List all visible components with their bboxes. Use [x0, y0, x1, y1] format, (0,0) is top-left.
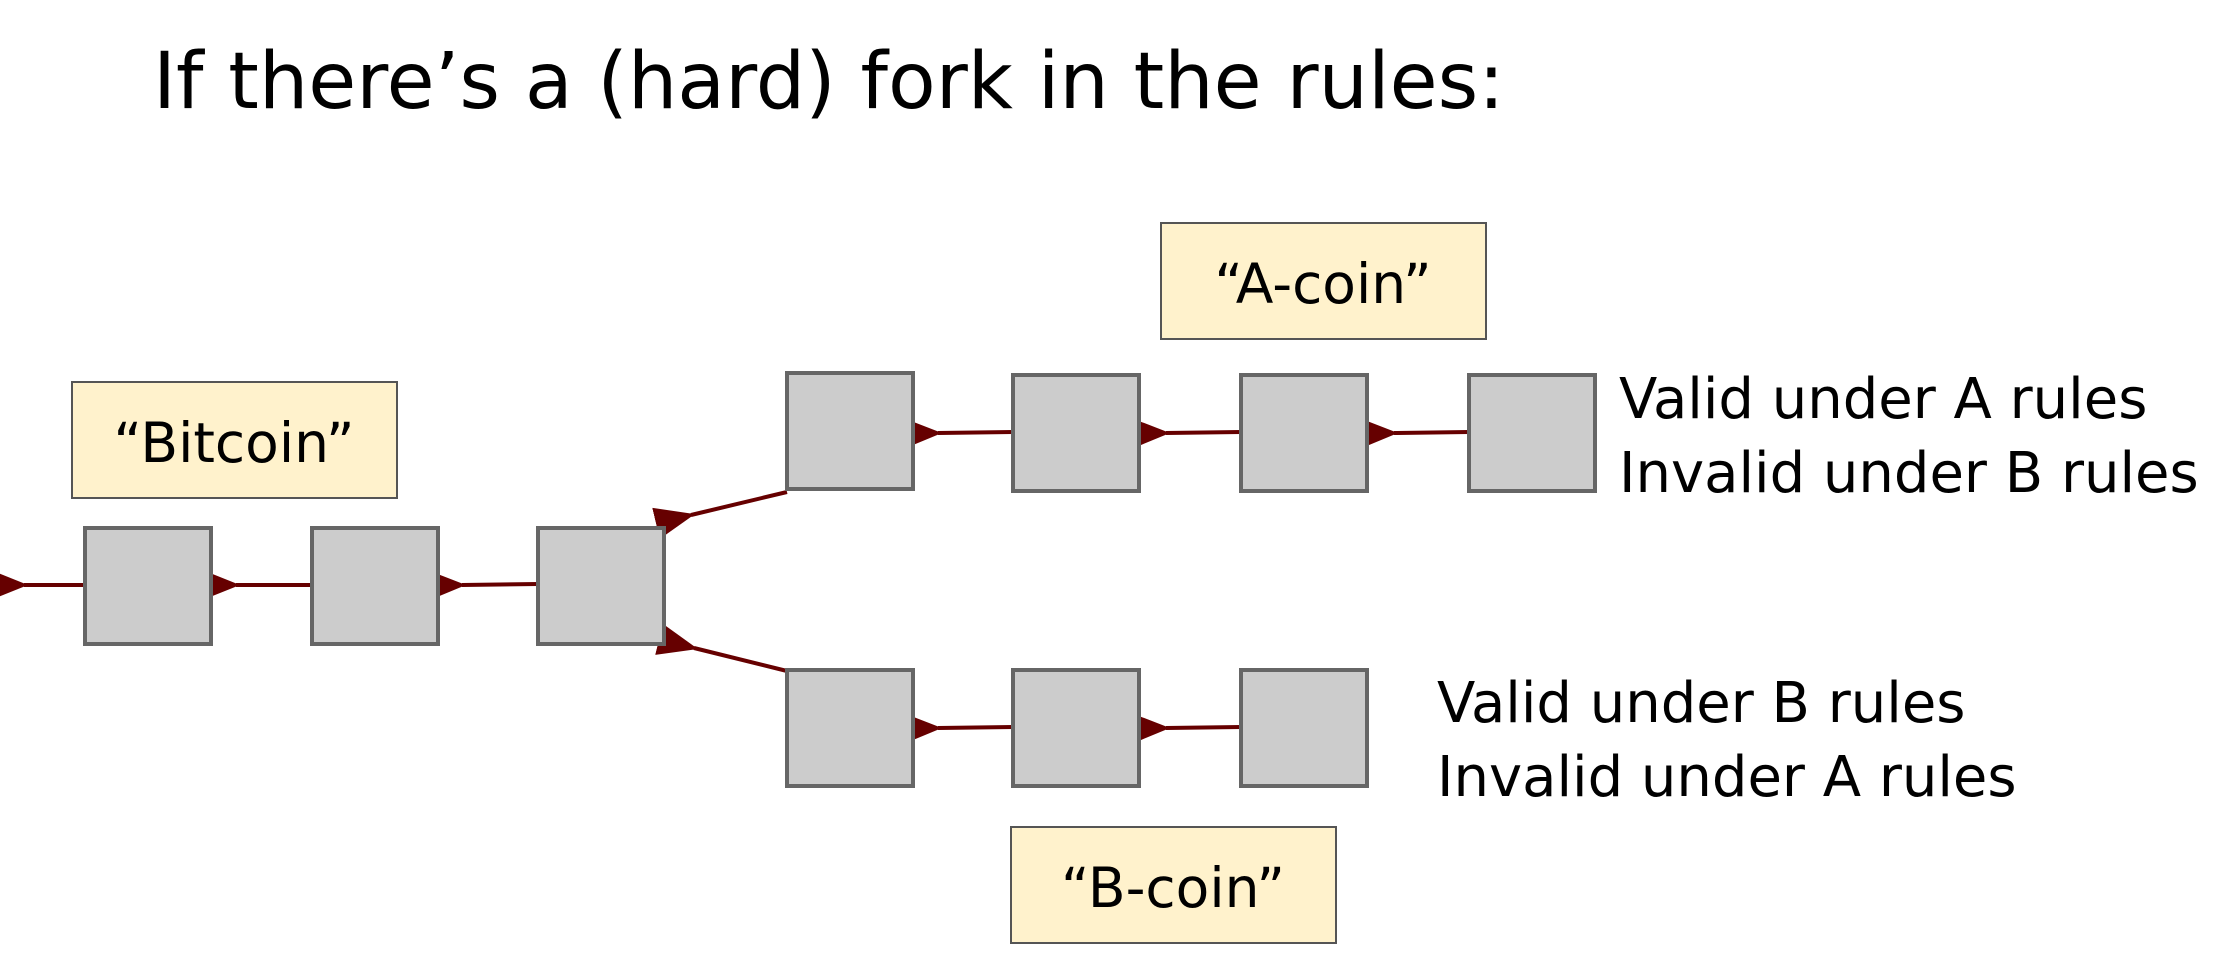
arrow-a-2 — [1129, 417, 1242, 450]
block — [1239, 373, 1369, 493]
arrow-fork-b — [655, 623, 788, 673]
a-note-line2: Invalid under B rules — [1619, 441, 2199, 506]
a-coin-label: “A-coin” — [1160, 222, 1487, 340]
b-coin-label-text: “B-coin” — [1061, 856, 1285, 920]
block — [1467, 373, 1597, 493]
b-branch-chain — [785, 668, 1369, 788]
chain-arrows — [0, 417, 1470, 745]
arrow-a-3 — [1357, 417, 1470, 450]
block — [83, 526, 213, 646]
block — [785, 371, 915, 491]
slide-title: If there’s a (hard) fork in the rules: — [153, 37, 1505, 127]
block — [785, 668, 915, 788]
block — [536, 526, 666, 646]
bitcoin-label-box — [71, 381, 398, 499]
block — [1239, 668, 1369, 788]
arrow-a-1 — [901, 417, 1014, 450]
a-branch-chain — [785, 371, 1597, 493]
block — [1011, 373, 1141, 493]
block — [310, 526, 440, 646]
b-note-line1: Valid under B rules — [1437, 671, 1965, 736]
b-note-line2: Invalid under A rules — [1437, 745, 2017, 810]
a-coin-label-box — [1160, 222, 1487, 340]
block — [1011, 668, 1141, 788]
b-coin-label: “B-coin” — [1010, 826, 1337, 944]
a-coin-label-text: “A-coin” — [1214, 252, 1431, 316]
arrow-b-2 — [1129, 712, 1242, 745]
shared-chain — [83, 526, 666, 646]
b-coin-label-box — [1010, 826, 1337, 944]
b-branch-note: Valid under B rules Invalid under A rule… — [1437, 671, 2017, 810]
a-note-line1: Valid under A rules — [1619, 367, 2147, 432]
bitcoin-label: “Bitcoin” — [71, 381, 398, 499]
a-branch-note: Valid under A rules Invalid under B rule… — [1619, 367, 2199, 506]
bitcoin-label-text: “Bitcoin” — [114, 411, 355, 475]
arrow-b-1 — [901, 712, 1014, 745]
arrow-fork-a — [652, 490, 788, 539]
arrow-shared-2 — [425, 569, 539, 602]
